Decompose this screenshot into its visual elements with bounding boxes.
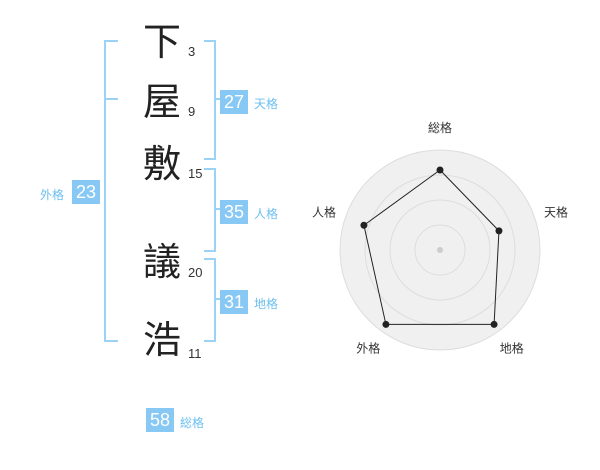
chikaku-badge: 31: [220, 290, 248, 314]
name-char-5: 浩: [142, 318, 181, 362]
radar-ring: [389, 199, 491, 301]
radar-point-4: [382, 320, 390, 328]
jinkaku-bracket-tick: [214, 208, 220, 210]
radar-point-1: [436, 166, 444, 174]
stroke-count-3: 15: [188, 166, 203, 181]
tenkaku-label: 天格: [254, 97, 279, 111]
radar-ring: [364, 174, 516, 326]
stroke-count-2: 9: [188, 104, 196, 119]
jinkaku-badge: 35: [220, 200, 248, 224]
radar-series-line: [363, 169, 500, 325]
chikaku-bracket-tick: [214, 298, 220, 300]
name-char-2: 屋: [142, 80, 181, 124]
name-char-3: 敷: [142, 142, 181, 186]
radar-point-3: [490, 320, 498, 328]
radar-center-dot: [437, 247, 443, 253]
stroke-count-5: 11: [188, 346, 202, 361]
chikaku-label: 地格: [254, 297, 279, 311]
radar-point-5: [360, 221, 368, 229]
gaikaku-bracket-tick: [104, 98, 118, 100]
radar-axis-label: 地格: [500, 341, 524, 356]
stroke-count-1: 3: [188, 44, 196, 59]
soukaku-badge: 58: [146, 408, 174, 432]
gaikaku-label: 外格: [40, 188, 65, 202]
gaikaku-bracket: [104, 40, 118, 342]
soukaku-label: 総格: [180, 416, 205, 430]
radar-point-2: [495, 227, 503, 235]
jinkaku-bracket: [204, 168, 216, 252]
radar-ring: [414, 224, 466, 276]
tenkaku-badge: 27: [220, 90, 248, 114]
tenkaku-bracket-tick: [214, 98, 220, 100]
radar-axis-label: 外格: [356, 341, 380, 356]
jinkaku-label: 人格: [254, 207, 279, 221]
stroke-count-4: 20: [188, 265, 203, 280]
name-char-4: 議: [142, 240, 181, 284]
name-char-1: 下: [142, 20, 181, 64]
radar-axis-label: 人格: [312, 204, 336, 219]
tenkaku-bracket: [204, 40, 216, 160]
chikaku-bracket: [204, 258, 216, 342]
gaikaku-badge: 23: [72, 180, 100, 204]
radar-axis-label: 総格: [428, 120, 452, 135]
radar-axis-label: 天格: [544, 204, 568, 219]
